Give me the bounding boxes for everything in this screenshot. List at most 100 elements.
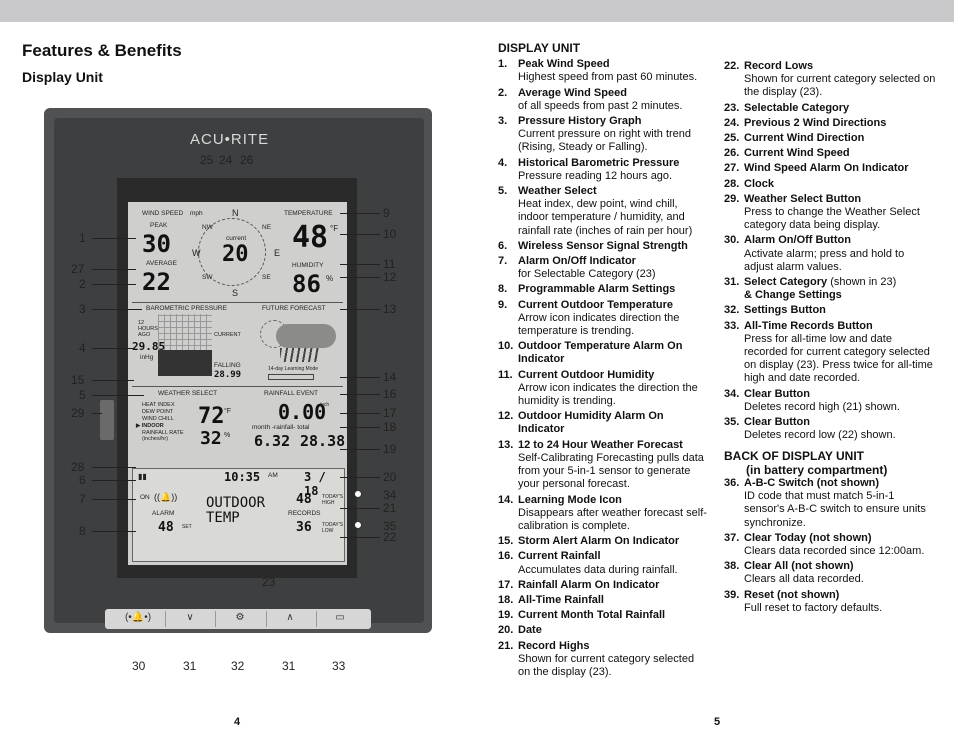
feature-title: Historical Barometric Pressure (518, 156, 680, 169)
feature-description: Accumulates data during rainfall. (518, 563, 678, 576)
feature-description: Pressure reading 12 hours ago. (518, 169, 673, 182)
feature-number: 16. (498, 550, 514, 563)
callout-line (92, 467, 136, 468)
feature-title: Clock (744, 177, 774, 190)
callout-line (340, 537, 380, 538)
month-label: month -rainfall- total (252, 424, 309, 431)
feature-title: All-Time Records Button (744, 319, 873, 332)
feature-title: Previous 2 Wind Directions (744, 116, 887, 129)
feature-title: Record Lows (744, 60, 814, 72)
callout-21: 21 (383, 501, 397, 515)
feature-description: for Selectable Category (23) (518, 268, 656, 281)
feature-title: Current Wind Direction (744, 132, 865, 145)
pressure-graph-fill (158, 350, 212, 376)
compass-w: W (192, 248, 201, 258)
callout-line (340, 394, 380, 395)
feature-title: Clear Button (744, 387, 810, 400)
callout-line (340, 309, 380, 310)
indoor-humidity-value: 32 (200, 428, 222, 449)
rainfall-event-label: RAINFALL EVENT (264, 390, 318, 397)
feature-item: 6.Wireless Sensor Signal Strength (498, 240, 708, 253)
up-button[interactable]: ∧ (286, 612, 294, 623)
alarm-button[interactable]: (•🔔•) (124, 612, 152, 623)
callout-23: 23 (262, 575, 276, 589)
alarm-label: ALARM (152, 510, 175, 517)
feature-title: Wind Speed Alarm On Indicator (744, 162, 909, 175)
callout-20: 20 (383, 470, 397, 484)
feature-item: 28. Clock (724, 178, 936, 191)
feature-body: Select Category (shown in 23)& Change Se… (744, 276, 936, 302)
feature-number: 33. (724, 319, 740, 332)
feature-title: Weather Select (518, 185, 597, 198)
feature-description: ID code that must match 5-in-1 sensor's … (744, 490, 926, 529)
callout-10: 10 (383, 227, 397, 241)
clear-high-button[interactable] (354, 490, 362, 498)
weather-select-side-button[interactable] (100, 400, 114, 440)
compass-rose (198, 218, 266, 286)
feature-description: Deletes record low (22) shown. (744, 429, 896, 442)
feature-number: 27. (724, 162, 740, 175)
feature-number: 4. (498, 156, 508, 169)
peak-label: PEAK (150, 222, 168, 229)
button-divider (165, 611, 166, 627)
clear-low-button[interactable] (354, 521, 362, 529)
callout-22: 22 (383, 530, 397, 544)
rain-icon (280, 348, 320, 362)
feature-description: Self-Calibrating Forecasting pulls data … (518, 451, 704, 491)
down-button[interactable]: ∨ (186, 612, 194, 623)
feature-title: Pressure History Graph (518, 115, 642, 128)
feature-item: 17.Rainfall Alarm On Indicator (498, 579, 708, 592)
page-number-right: 5 (714, 716, 721, 728)
feature-title: Wireless Sensor Signal Strength (518, 239, 688, 252)
callout-2: 2 (79, 277, 86, 291)
records-button[interactable]: ▭ (335, 612, 345, 623)
feature-title: Record Highs (518, 639, 590, 652)
feature-number: 38. (724, 560, 740, 573)
feature-number: 28. (724, 177, 740, 190)
feature-description: Highest speed from past 60 minutes. (518, 71, 698, 84)
callout-18: 18 (383, 420, 397, 434)
callout-line (92, 284, 136, 285)
feature-number: 35. (724, 416, 740, 429)
pressure-unit: inHg (140, 354, 154, 361)
current-pressure-value: 28.99 (214, 370, 242, 380)
feature-item: 36.A-B-C Switch (not shown)ID code that … (724, 477, 936, 530)
callout-line (92, 269, 136, 270)
callout-9: 9 (383, 206, 390, 220)
feature-description: Press to change the Weather Select categ… (744, 206, 920, 232)
callout-line (340, 213, 380, 214)
feature-item: 24.Previous 2 Wind Directions (724, 117, 936, 130)
callout-line (340, 508, 380, 509)
signal-strength-icon: ▮▮ (138, 472, 147, 481)
compass-se: SE (262, 274, 271, 281)
feature-title: Current Rainfall (518, 550, 601, 563)
feature-number: 37. (724, 531, 740, 544)
wind-speed-label: WIND SPEED (142, 210, 184, 217)
feature-number: 3. (498, 115, 508, 128)
back-of-unit-subheading: (in battery compartment) (746, 462, 888, 477)
feature-item: 15.Storm Alert Alarm On Indicator (498, 535, 708, 548)
settings-button[interactable]: ⚙ (235, 612, 245, 623)
callout-line (92, 413, 102, 414)
lcd-divider (132, 302, 343, 303)
feature-description: Arrow icon indicates the direction the h… (518, 381, 698, 408)
callout-line (92, 531, 136, 532)
feature-item: 27. Wind Speed Alarm On Indicator (724, 162, 936, 175)
feature-number: 15. (498, 535, 514, 548)
